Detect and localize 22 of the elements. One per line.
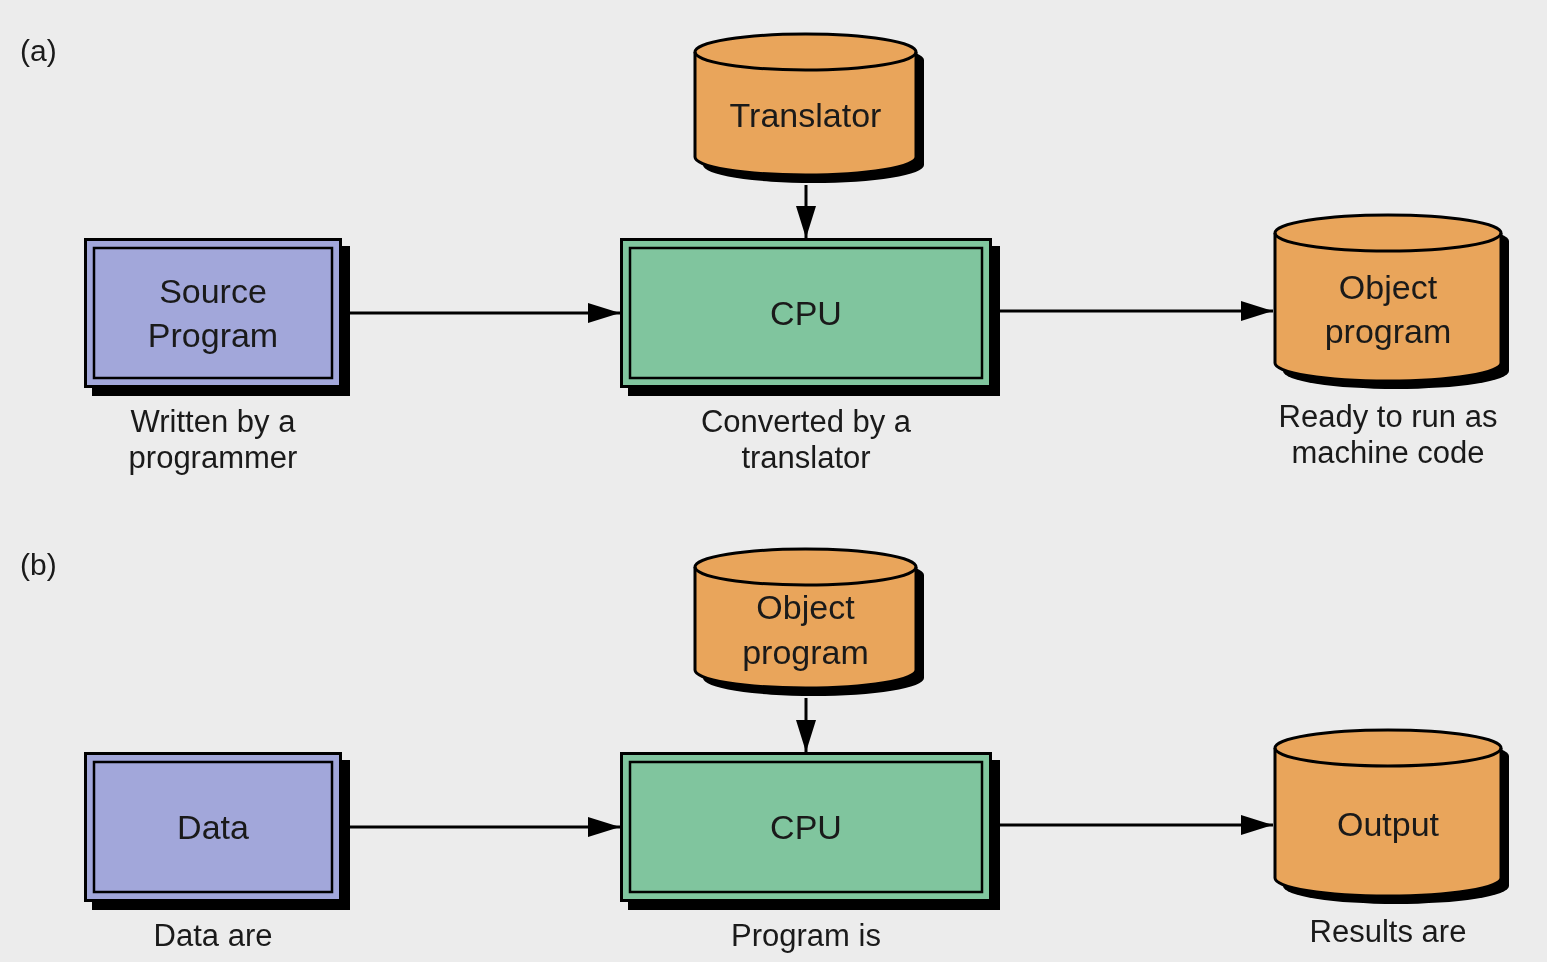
node-label: CPU <box>770 806 842 848</box>
panel-label: (b) <box>20 548 57 582</box>
node-label: Object program <box>1323 266 1453 352</box>
node-label: Output <box>1336 803 1440 845</box>
node-label: CPU <box>770 292 842 334</box>
arrow <box>796 185 816 238</box>
node-label: Translator <box>729 95 882 137</box>
node-caption: Program is <box>730 918 882 954</box>
node-caption: Results are <box>1308 914 1468 950</box>
node-caption: Data are <box>152 918 274 954</box>
arrow <box>350 817 620 837</box>
node-label: Object program <box>741 587 870 673</box>
node-label: Source Program <box>146 270 280 356</box>
node-caption: Converted by a translator <box>699 404 913 476</box>
node-caption: Written by a programmer <box>127 404 299 476</box>
arrow <box>350 303 620 323</box>
node-label: Data <box>177 806 249 848</box>
arrow <box>1000 301 1273 321</box>
arrow <box>1000 815 1273 835</box>
panel-label: (a) <box>20 34 57 68</box>
node-caption: Ready to run as machine code <box>1277 399 1499 471</box>
arrow <box>796 698 816 752</box>
